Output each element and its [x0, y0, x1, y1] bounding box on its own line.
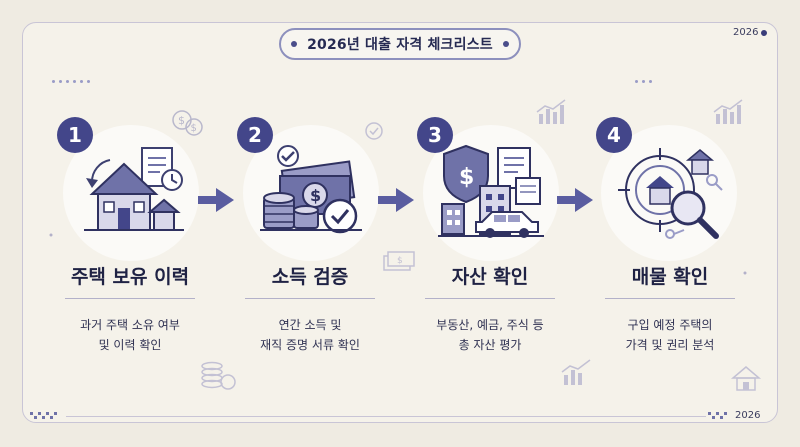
step-2-number: 2	[237, 117, 273, 153]
decor-dots-top-left	[52, 80, 90, 83]
footer-pattern-right-icon	[708, 412, 727, 419]
step-2-divider	[245, 298, 375, 299]
cash-decor-icon: $	[383, 251, 415, 271]
coin-decor-icon: $ $	[172, 110, 203, 136]
check-decor-icon	[365, 122, 383, 140]
year-label-bottom: 2026	[735, 410, 761, 421]
chart-decor-icon-3	[561, 359, 591, 385]
step-2-desc-line1: 연간 소득 및	[278, 318, 342, 332]
step-1-desc-line1: 과거 주택 소유 여부	[80, 318, 180, 332]
year-dot	[761, 30, 767, 36]
decor-dots-top-right	[635, 80, 652, 83]
income-check-icon: $	[260, 145, 362, 234]
svg-text:$: $	[191, 123, 197, 134]
arrow-right-icon-2	[378, 188, 414, 212]
svg-text:$: $	[397, 256, 403, 266]
step-1-number: 1	[57, 117, 93, 153]
step-2-title: 소득 검증	[271, 266, 349, 288]
step-2-desc-line2: 재직 증명 서류 확인	[260, 338, 360, 352]
step-3-title: 자산 확인	[451, 266, 529, 288]
page-title: 2026년 대출 자격 체크리스트	[307, 37, 493, 53]
step-4-number: 4	[596, 117, 632, 153]
step-4-desc-line2: 가격 및 권리 분석	[625, 338, 715, 352]
footer-pattern-left-icon	[30, 412, 57, 419]
arrow-right-icon-3	[557, 188, 593, 212]
step-4-title: 매물 확인	[631, 266, 709, 288]
title-pill: 2026년 대출 자격 체크리스트	[279, 28, 521, 60]
svg-text:$: $	[310, 186, 321, 205]
step-1-desc-line2: 및 이력 확인	[98, 338, 162, 352]
property-search-icon	[618, 148, 723, 239]
step-4-divider	[605, 298, 735, 299]
svg-text:$: $	[178, 114, 185, 127]
chart-decor-icon-2	[713, 99, 743, 124]
arrow-right-icon	[198, 188, 234, 212]
coins-decor-icon	[201, 361, 236, 390]
step-3-desc-line1: 부동산, 예금, 주식 등	[436, 318, 544, 332]
step-3-desc-line2: 총 자산 평가	[458, 338, 522, 352]
step-1-title: 주택 보유 이력	[70, 266, 190, 288]
house-history-icon	[84, 147, 184, 231]
step-1-divider	[65, 298, 195, 299]
step-4-desc-line1: 구입 예정 주택의	[627, 318, 713, 332]
chart-decor-icon	[536, 99, 566, 124]
year-label-top: 2026	[733, 27, 759, 38]
title-right-dot	[502, 41, 509, 47]
step-3-divider	[425, 298, 555, 299]
sparkle-icon-2	[49, 233, 53, 237]
title-left-dot	[291, 41, 298, 47]
svg-text:$: $	[459, 165, 474, 190]
asset-shield-icon: $	[438, 144, 544, 238]
step-3-number: 3	[417, 117, 453, 153]
footer-divider	[66, 416, 706, 417]
sparkle-icon	[743, 271, 747, 275]
house-decor-icon	[730, 366, 762, 391]
